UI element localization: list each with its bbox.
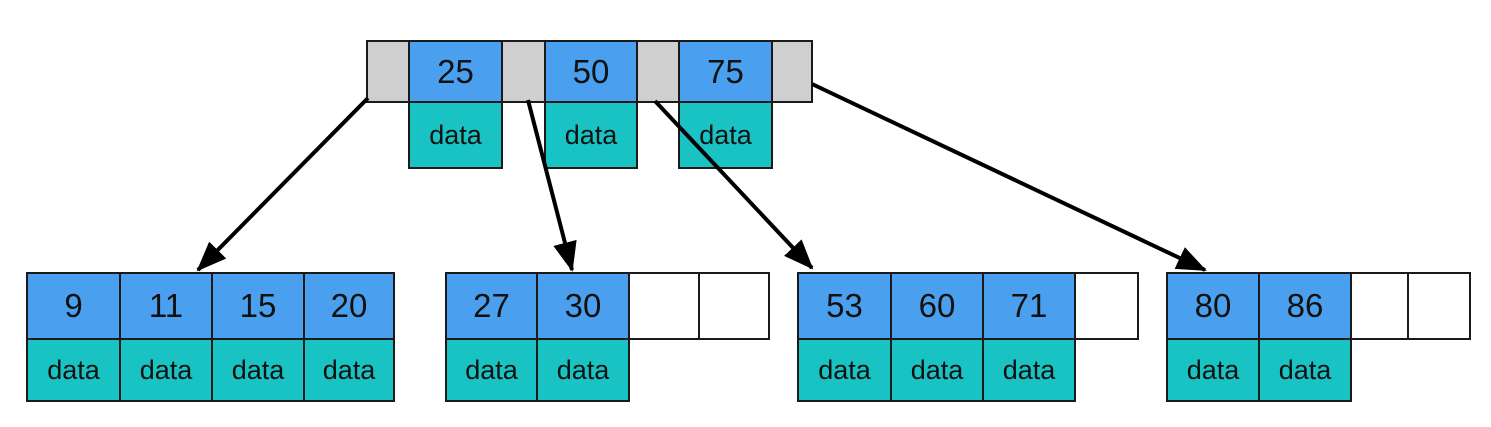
leaf-key: 9 [26,272,121,340]
leaf-data: data [211,338,305,402]
leaf-data: data [890,338,984,402]
leaf-key: 80 [1166,272,1260,340]
leaf-key: 53 [797,272,892,340]
arrow-to-leaf-4 [811,82,1207,272]
root-pointer-slot [636,40,680,103]
arrow-to-leaf-1 [196,96,370,272]
leaf-empty-slot [628,272,700,340]
root-data: data [408,101,503,169]
leaf-key: 27 [445,272,538,340]
leaf-key: 15 [211,272,305,340]
leaf-key: 86 [1258,272,1352,340]
leaf-empty-slot [1407,272,1471,340]
leaf-data: data [445,338,538,402]
leaf-data: data [797,338,892,402]
leaf-data: data [119,338,213,402]
leaf-data: data [303,338,395,402]
root-key: 50 [544,40,638,103]
leaf-key: 20 [303,272,395,340]
leaf-data: data [536,338,630,402]
leaf-key: 30 [536,272,630,340]
leaf-data: data [26,338,121,402]
root-pointer-slot [771,40,813,103]
leaf-key: 71 [982,272,1076,340]
root-key: 25 [408,40,503,103]
root-data: data [678,101,773,169]
leaf-key: 11 [119,272,213,340]
leaf-data: data [1258,338,1352,402]
root-pointer-slot [366,40,410,103]
leaf-empty-slot [1350,272,1409,340]
leaf-data: data [982,338,1076,402]
leaf-key: 60 [890,272,984,340]
root-key: 75 [678,40,773,103]
leaf-data: data [1166,338,1260,402]
root-data: data [544,101,638,169]
root-pointer-slot [501,40,546,103]
leaf-empty-slot [1074,272,1139,340]
leaf-empty-slot [698,272,770,340]
